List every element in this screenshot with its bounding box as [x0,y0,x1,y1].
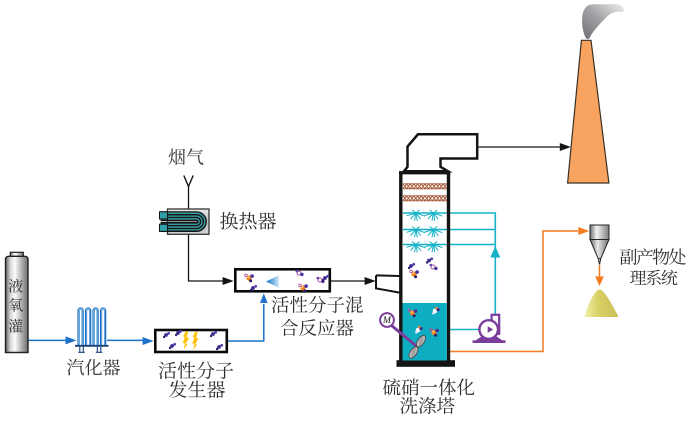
svg-text:M: M [382,316,392,326]
